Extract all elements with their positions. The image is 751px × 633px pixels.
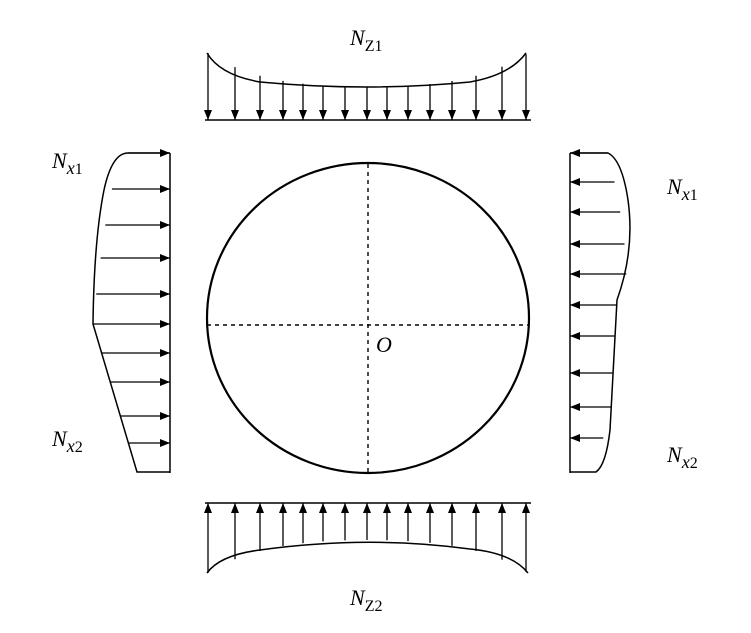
- bottom-load-nz2: [204, 502, 531, 574]
- label-nz2: NZ2: [349, 585, 382, 615]
- left-load-curve: [92, 152, 170, 473]
- label-nz1: NZ1: [349, 25, 382, 55]
- label-nx2-right: Nx2: [666, 442, 698, 472]
- bottom-load-curve: [206, 541, 529, 574]
- tunnel-circle: [205, 161, 531, 475]
- right-load-nx: [569, 149, 631, 473]
- label-origin: O: [376, 332, 392, 357]
- top-load-curve: [206, 52, 527, 88]
- label-nx1-left: Nx1: [51, 148, 83, 178]
- label-nx2-left: Nx2: [51, 426, 83, 456]
- left-load-nx: [92, 149, 171, 473]
- label-nx1-right: Nx1: [666, 174, 698, 204]
- top-load-nz1: [204, 52, 531, 121]
- right-load-curve: [570, 152, 631, 473]
